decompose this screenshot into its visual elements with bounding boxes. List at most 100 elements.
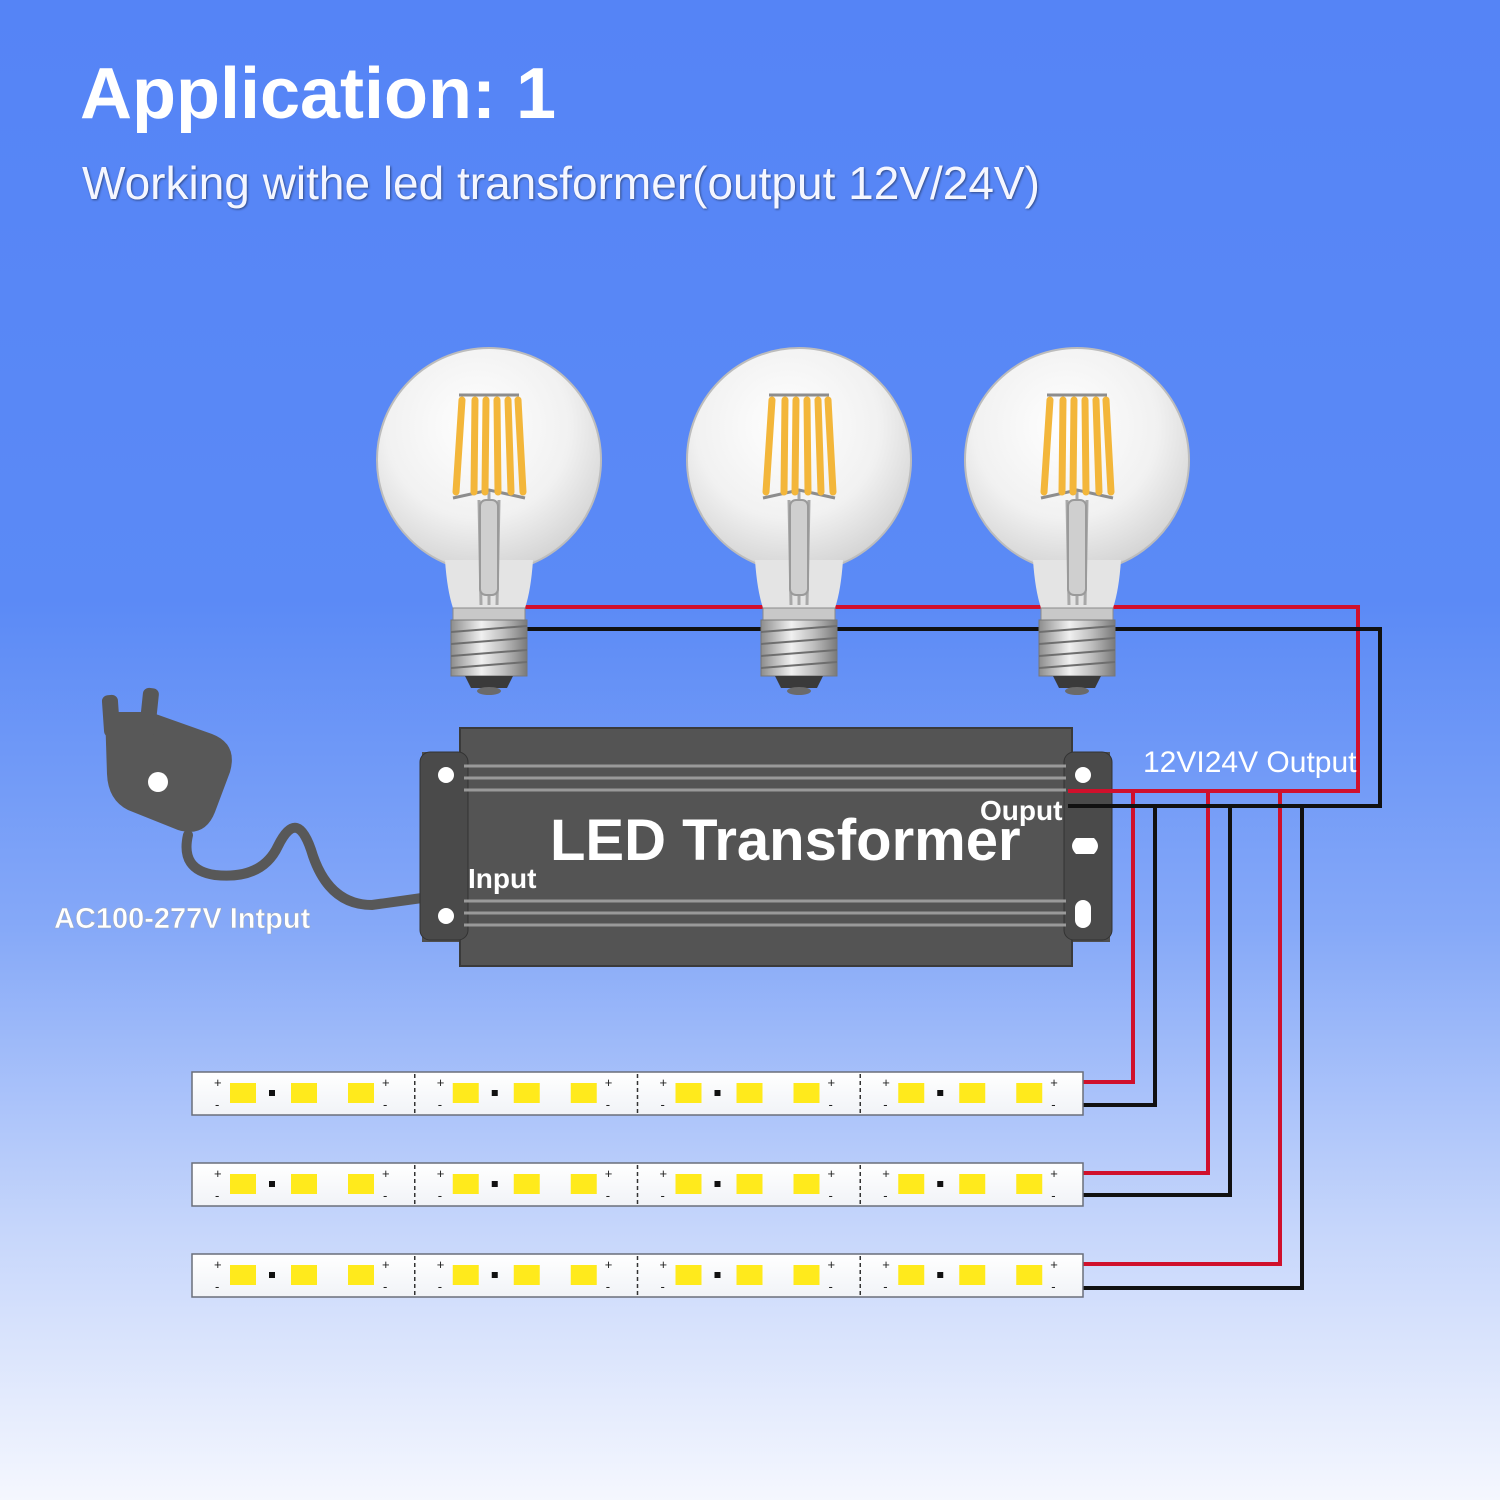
led-chip [513, 1265, 540, 1285]
minus-mark: - [215, 1097, 219, 1112]
plus-mark: + [882, 1166, 890, 1181]
resistor [491, 1181, 498, 1187]
plus-mark: + [1050, 1166, 1058, 1181]
bulb-2 [687, 348, 911, 695]
minus-mark: - [383, 1279, 387, 1294]
plus-mark: + [828, 1075, 836, 1090]
minus-mark: - [661, 1279, 665, 1294]
minus-mark: - [215, 1188, 219, 1203]
minus-mark: - [829, 1279, 833, 1294]
plus-mark: + [382, 1257, 390, 1272]
transformer-input-label: Input [468, 863, 536, 894]
plus-mark: + [605, 1257, 613, 1272]
led-strips: +-+-+-+-+-+-+-+-+-+-+-+-+-+-+-+-+-+-+-+-… [191, 1071, 1084, 1298]
resistor [714, 1090, 721, 1096]
plus-mark: + [660, 1257, 668, 1272]
minus-mark: - [829, 1097, 833, 1112]
led-strip-2: +-+-+-+-+-+-+-+- [191, 1162, 1084, 1207]
strip-3-negative-wire [1068, 804, 1304, 1290]
plus-mark: + [828, 1257, 836, 1272]
minus-mark: - [215, 1279, 219, 1294]
led-strip-3: +-+-+-+-+-+-+-+- [191, 1253, 1084, 1298]
strip-board [191, 1071, 1084, 1116]
resistor [491, 1272, 498, 1278]
led-chip [230, 1083, 256, 1103]
plus-mark: + [1050, 1075, 1058, 1090]
minus-mark: - [606, 1279, 610, 1294]
minus-mark: - [829, 1188, 833, 1203]
plus-mark: + [437, 1257, 445, 1272]
plus-mark: + [660, 1075, 668, 1090]
plus-mark: + [882, 1257, 890, 1272]
led-chip [291, 1174, 317, 1194]
led-chip [230, 1265, 256, 1285]
mount-hole-bottom-left [438, 908, 454, 924]
led-chip [570, 1083, 597, 1103]
led-chip [452, 1265, 479, 1285]
minus-mark: - [661, 1188, 665, 1203]
resistor [937, 1090, 944, 1096]
plus-mark: + [605, 1075, 613, 1090]
led-chip [1016, 1083, 1043, 1103]
plus-mark: + [605, 1166, 613, 1181]
led-chip [959, 1083, 986, 1103]
minus-mark: - [661, 1097, 665, 1112]
resistor [714, 1272, 721, 1278]
plus-mark: + [882, 1075, 890, 1090]
transformer-output-label: Ouput [980, 795, 1062, 826]
led-chip [513, 1174, 540, 1194]
led-chip [348, 1083, 374, 1103]
minus-mark: - [438, 1188, 442, 1203]
resistor [937, 1181, 944, 1187]
led-chip [452, 1174, 479, 1194]
minus-mark: - [438, 1279, 442, 1294]
transformer-name: LED Transformer [550, 808, 1021, 873]
minus-mark: - [383, 1097, 387, 1112]
resistor [937, 1272, 944, 1278]
led-chip [793, 1083, 820, 1103]
led-chip [291, 1083, 317, 1103]
led-chip [570, 1174, 597, 1194]
minus-mark: - [383, 1188, 387, 1203]
led-chip [793, 1265, 820, 1285]
led-chip [1016, 1265, 1043, 1285]
plus-mark: + [1050, 1257, 1058, 1272]
led-chip [1016, 1174, 1043, 1194]
minus-mark: - [606, 1097, 610, 1112]
led-strip-1: +-+-+-+-+-+-+-+- [191, 1071, 1084, 1116]
led-chip [959, 1174, 986, 1194]
led-chip [675, 1265, 702, 1285]
ac-input-label: AC100-277V Intput [54, 903, 311, 935]
mount-oval-right [1075, 900, 1091, 928]
dc-output-label: 12VI24V Output [1143, 746, 1357, 779]
plus-mark: + [382, 1075, 390, 1090]
minus-mark: - [883, 1097, 887, 1112]
bulb-1 [377, 348, 601, 695]
plus-mark: + [437, 1075, 445, 1090]
led-chip [570, 1265, 597, 1285]
minus-mark: - [1051, 1097, 1055, 1112]
led-chip [793, 1174, 820, 1194]
resistor [714, 1181, 721, 1187]
strip-wires [1068, 789, 1304, 1290]
led-chip [959, 1265, 986, 1285]
led-transformer: LED Transformer Input Ouput [419, 727, 1113, 967]
resistor [269, 1090, 275, 1096]
minus-mark: - [606, 1188, 610, 1203]
resistor [269, 1181, 275, 1187]
strip-board [191, 1253, 1084, 1298]
plus-mark: + [214, 1257, 222, 1272]
strip-3-positive-wire [1068, 789, 1282, 1266]
led-chip [898, 1174, 925, 1194]
plus-mark: + [382, 1166, 390, 1181]
led-chip [736, 1265, 763, 1285]
resistor [269, 1272, 275, 1278]
mount-hole-top-right [1075, 767, 1091, 783]
led-chip [898, 1265, 925, 1285]
led-chip [452, 1083, 479, 1103]
resistor [491, 1090, 498, 1096]
led-chip [675, 1174, 702, 1194]
mount-hole-top-left [438, 767, 454, 783]
led-chip [291, 1265, 317, 1285]
